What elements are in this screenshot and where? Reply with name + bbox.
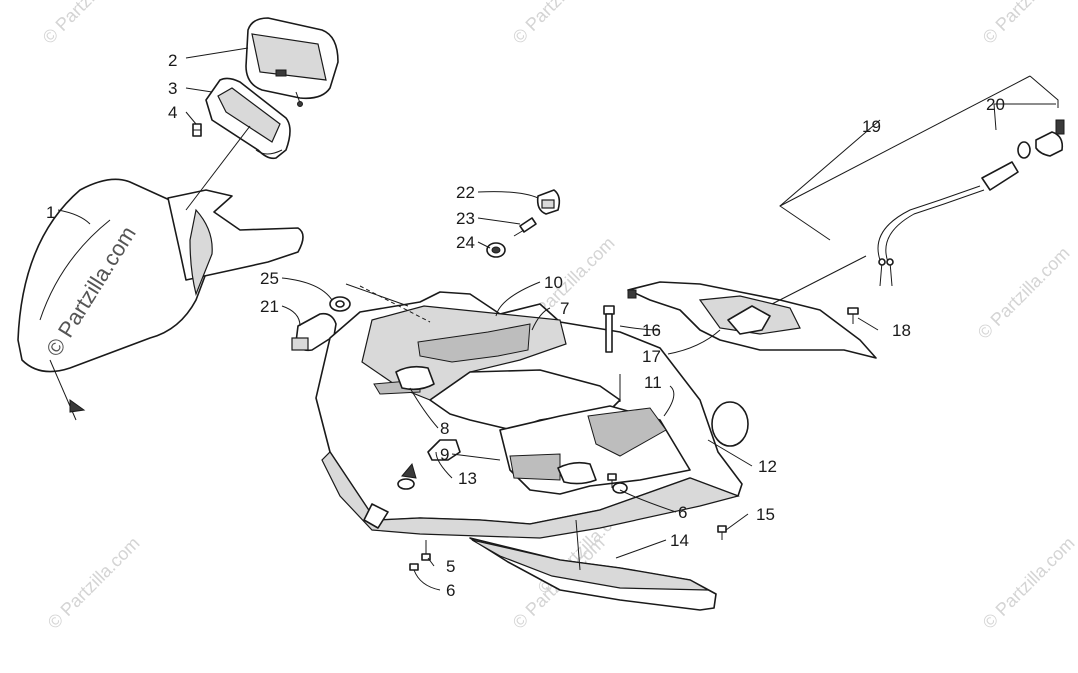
callout-3: 3 (168, 79, 177, 98)
callout-25: 25 (260, 269, 279, 288)
part-clip (192, 123, 202, 137)
part-washer (329, 296, 351, 312)
callout-labels: 1 2 3 4 5 6 6 7 8 9 10 11 12 13 14 15 16… (46, 51, 1005, 600)
part-screw (513, 217, 537, 237)
part-hood (17, 178, 304, 421)
callout-2: 2 (168, 51, 177, 70)
callout-17: 17 (642, 347, 661, 366)
direction-arrows (401, 462, 417, 479)
part-handlebar-cover (627, 281, 877, 359)
callout-19: 19 (862, 117, 881, 136)
callout-22: 22 (456, 183, 475, 202)
part-console-panel (315, 291, 743, 539)
watermark-text: © Partzilla.com (44, 533, 144, 633)
callout-18: 18 (892, 321, 911, 340)
callout-6-right: 6 (678, 503, 687, 522)
part-ignition-switch (291, 312, 337, 352)
callout-23: 23 (456, 209, 475, 228)
callout-14: 14 (670, 531, 689, 550)
part-gauge (245, 17, 339, 107)
part-screw-5 (421, 540, 431, 561)
part-cap-plug (536, 189, 561, 215)
callout-6-lower: 6 (446, 581, 455, 600)
part-cable-assembly (877, 119, 1065, 287)
part-oval-cover (711, 401, 749, 447)
callout-9: 9 (440, 445, 449, 464)
part-gauge-bracket (205, 77, 291, 160)
callout-20: 20 (986, 95, 1005, 114)
callout-21: 21 (260, 297, 279, 316)
part-screw-15 (717, 525, 727, 540)
part-screw-18 (847, 307, 859, 324)
callout-1: 1 (46, 203, 55, 222)
callout-5: 5 (446, 557, 455, 576)
callout-10: 10 (544, 273, 563, 292)
callout-24: 24 (456, 233, 475, 252)
leader-lines (57, 47, 1059, 591)
callout-8: 8 (440, 419, 449, 438)
callout-15: 15 (756, 505, 775, 524)
callout-4: 4 (168, 103, 177, 122)
part-grommet (486, 242, 506, 258)
watermark-text: © Partzilla.com (39, 0, 139, 48)
watermark-text: © Partzilla.com (509, 0, 609, 48)
watermark-layer: © Partzilla.com © Partzilla.com © Partzi… (39, 0, 1078, 633)
callout-11: 11 (644, 373, 662, 392)
callout-16: 16 (642, 321, 661, 340)
callout-13: 13 (458, 469, 477, 488)
watermark-text: © Partzilla.com (974, 243, 1074, 343)
part-floor-mat (469, 537, 717, 611)
callout-12: 12 (758, 457, 777, 476)
callout-7: 7 (560, 299, 569, 318)
watermark-text: © Partzilla.com (979, 0, 1078, 48)
watermark-text: © Partzilla.com (979, 533, 1078, 633)
part-screw-6b (607, 473, 617, 488)
part-bolt-long (603, 305, 615, 353)
part-screw-6a (409, 563, 419, 571)
